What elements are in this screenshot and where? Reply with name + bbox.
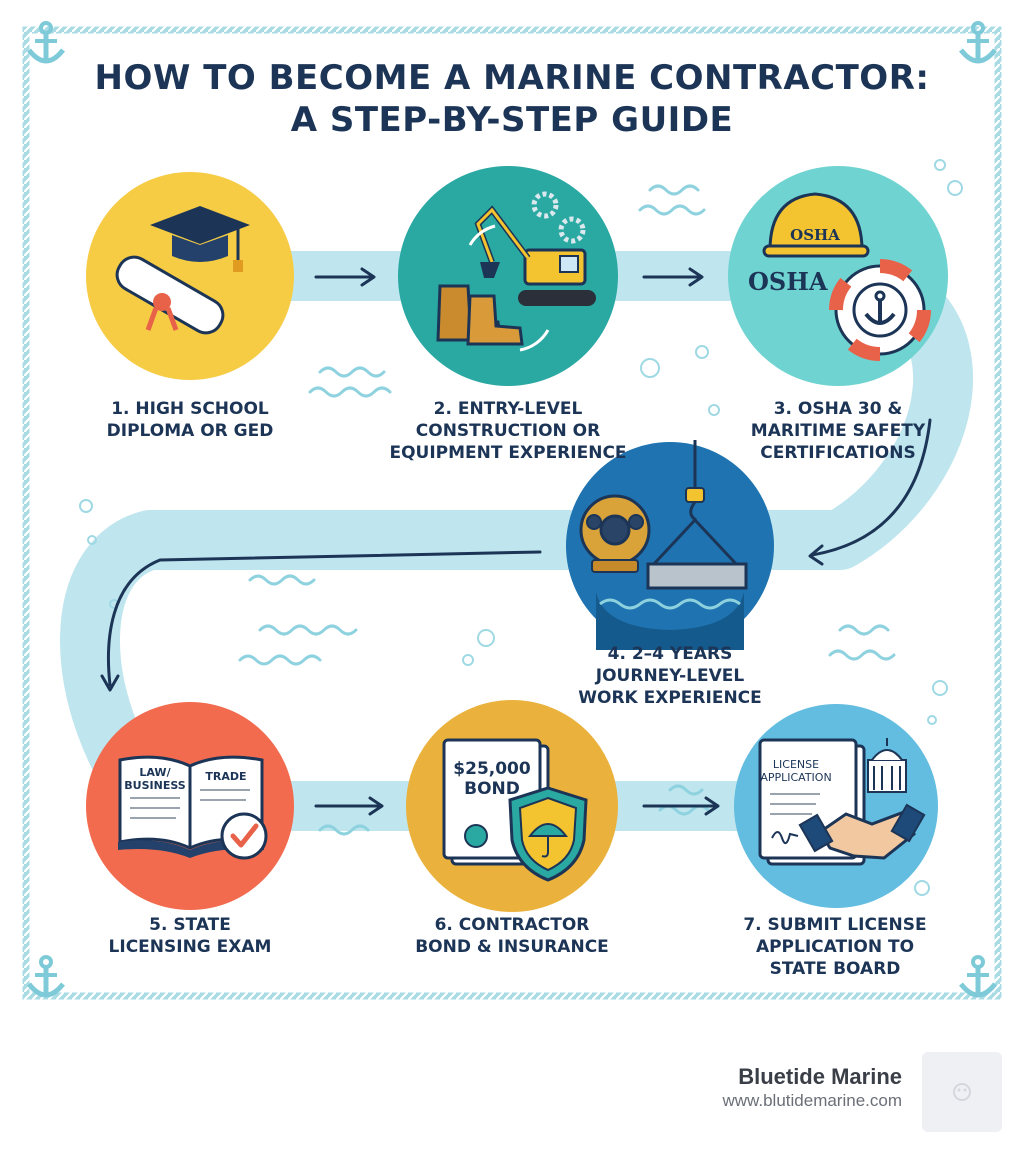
book-left-label-1: LAW/: [139, 766, 171, 779]
hard-hat-life-ring-icon: OSHA OSHA: [748, 192, 931, 361]
arrow-step-5-to-6: [314, 796, 384, 816]
step-5-label-line-2: LICENSING EXAM: [108, 937, 272, 957]
arrow-step-3-to-4: [808, 418, 932, 566]
anchor-corner-bottom-right-icon: [959, 955, 997, 998]
step-1-label-line-2: DIPLOMA OR GED: [106, 421, 274, 441]
page-title-line-2: A STEP-BY-STEP GUIDE: [290, 100, 734, 140]
step-2-circle: [398, 166, 618, 386]
step-5-circle: LAW/ BUSINESS TRADE: [86, 702, 294, 910]
book-checkmark-icon: LAW/ BUSINESS TRADE: [118, 755, 268, 860]
step-4-label: 4. 2–4 YEARS JOURNEY-LEVEL WORK EXPERIEN…: [540, 643, 800, 709]
step-6-circle: $25,000 BOND: [406, 700, 618, 912]
anchor-corner-top-left-icon: [27, 21, 65, 64]
step-7-label-line-3: STATE BOARD: [769, 959, 901, 979]
step-2-label-line-1: 2. ENTRY-LEVEL: [433, 399, 583, 419]
osha-logo-text: OSHA: [748, 267, 828, 296]
step-3-label-line-3: CERTIFICATIONS: [760, 443, 916, 463]
arrow-step-6-to-7: [642, 796, 720, 816]
rope-border: [22, 26, 1002, 1000]
brand-url[interactable]: www.blutidemarine.com: [722, 1091, 902, 1110]
arrow-step-1-to-2: [314, 267, 376, 287]
step-6-label-line-2: BOND & INSURANCE: [415, 937, 609, 957]
bond-shield-umbrella-icon: $25,000 BOND: [442, 738, 588, 882]
step-2-label-line-2: CONSTRUCTION OR: [415, 421, 601, 441]
step-6-label-line-1: 6. CONTRACTOR: [434, 915, 590, 935]
step-2-label: 2. ENTRY-LEVEL CONSTRUCTION OR EQUIPMENT…: [368, 398, 648, 464]
step-1-circle: [86, 172, 294, 380]
arrow-step-2-to-3: [642, 267, 704, 287]
brand-logo-icon: [953, 1083, 971, 1101]
diving-helmet-crane-icon: [579, 440, 748, 650]
application-text: APPLICATION: [760, 771, 831, 784]
bond-amount-text: $25,000: [453, 759, 531, 779]
step-3-label: 3. OSHA 30 & MARITIME SAFETY CERTIFICATI…: [708, 398, 968, 464]
step-1-label: 1. HIGH SCHOOL DIPLOMA OR GED: [60, 398, 320, 442]
step-7-label-line-2: APPLICATION TO: [755, 937, 915, 957]
osha-hat-text: OSHA: [790, 226, 840, 244]
anchor-corner-bottom-left-icon: [27, 955, 65, 998]
arrow-step-4-to-5: [100, 550, 542, 692]
step-4-circle: [566, 440, 774, 650]
step-5-label: 5. STATE LICENSING EXAM: [60, 914, 320, 958]
step-1-label-line-1: 1. HIGH SCHOOL: [111, 399, 269, 419]
book-right-label: TRADE: [205, 770, 246, 783]
step-4-label-line-1: 4. 2–4 YEARS: [607, 644, 733, 664]
step-3-circle: OSHA OSHA: [728, 166, 948, 386]
page-title-line-1: HOW TO BECOME A MARINE CONTRACTOR:: [94, 58, 930, 98]
arrows: [100, 267, 932, 816]
step-2-label-line-3: EQUIPMENT EXPERIENCE: [389, 443, 627, 463]
step-7-label-line-1: 7. SUBMIT LICENSE: [743, 915, 927, 935]
license-text: LICENSE: [773, 758, 819, 771]
excavator-boots-gears-icon: [436, 191, 596, 352]
step-4-label-line-3: WORK EXPERIENCE: [578, 688, 762, 708]
step-3-label-line-2: MARITIME SAFETY: [750, 421, 926, 441]
step-3-label-line-1: 3. OSHA 30 &: [773, 399, 903, 419]
book-left-label-2: BUSINESS: [124, 779, 185, 792]
step-5-label-line-1: 5. STATE: [149, 915, 231, 935]
step-7-label: 7. SUBMIT LICENSE APPLICATION TO STATE B…: [700, 914, 970, 980]
anchor-corner-top-right-icon: [959, 21, 997, 64]
step-7-circle: LICENSE APPLICATION: [734, 704, 938, 908]
brand-logo: [922, 1052, 1002, 1132]
brand-name: Bluetide Marine: [738, 1064, 902, 1089]
bond-label-text: BOND: [464, 779, 520, 799]
step-6-label: 6. CONTRACTOR BOND & INSURANCE: [382, 914, 642, 958]
step-4-label-line-2: JOURNEY-LEVEL: [595, 666, 745, 686]
license-application-handshake-icon: LICENSE APPLICATION: [758, 738, 926, 866]
diploma-graduation-cap-icon: [115, 206, 250, 335]
